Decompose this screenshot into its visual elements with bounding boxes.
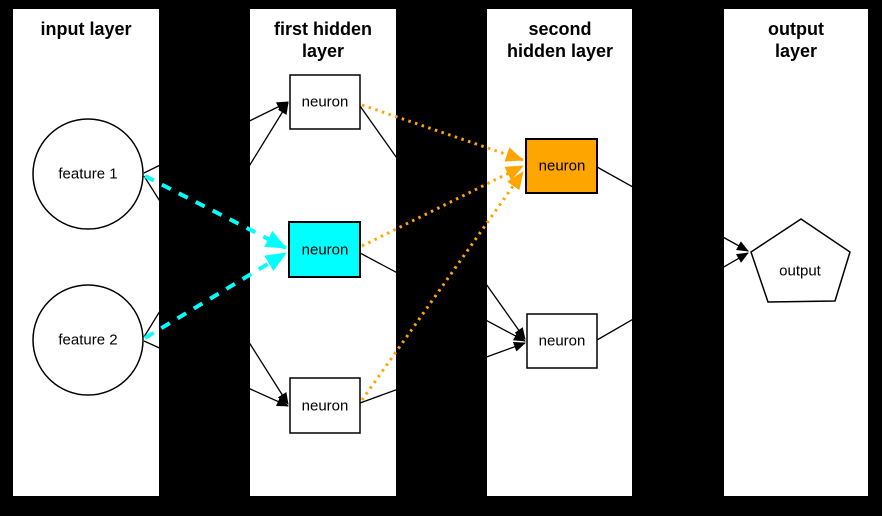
edge-feature1-to-hidden1-middle-cyan	[144, 174, 287, 250]
edge-hidden1-middle-to-hidden2-top-orange	[361, 164, 524, 248]
node-hidden2-neuron-bottom	[526, 313, 598, 369]
edge-hidden1-top-to-hidden2-bottom	[359, 105, 526, 340]
nodes	[32, 74, 851, 434]
node-output-pentagon	[750, 218, 851, 303]
first-hidden-layer-title: first hidden layer	[274, 19, 372, 61]
node-feature-2	[32, 284, 144, 396]
hidden1-neuron-top-label: neuron	[301, 93, 349, 111]
panel-second-hidden-layer	[487, 9, 632, 496]
hidden2-neuron-bottom-label: neuron	[538, 332, 586, 350]
edge-hidden1-top-to-hidden2-top-orange	[361, 103, 524, 162]
node-hidden1-neuron-middle-cyan	[288, 221, 361, 278]
edge-hidden1-middle-to-hidden2-bottom	[359, 252, 526, 342]
hidden2-neuron-top-label: neuron	[538, 157, 586, 175]
edge-feature1-to-hidden1-top	[143, 101, 289, 174]
input-layer-title: input layer	[40, 19, 132, 39]
edge-hidden1-bottom-to-hidden2-top-orange	[360, 171, 525, 401]
second-hidden-layer-title: second hidden layer	[506, 19, 614, 61]
edge-hidden2-top-to-output	[596, 166, 749, 252]
hidden1-neuron-middle-label: neuron	[301, 241, 349, 259]
output-label: output	[779, 262, 821, 280]
node-hidden1-neuron-bottom	[289, 377, 361, 434]
layer-panels	[13, 9, 868, 496]
connections	[143, 101, 749, 407]
panel-input-layer	[13, 9, 159, 496]
edge-hidden2-bottom-to-output	[596, 252, 749, 341]
edge-hidden1-bottom-to-hidden2-bottom	[359, 342, 526, 404]
node-hidden2-neuron-top-orange	[525, 138, 598, 194]
feature-2-label: feature 2	[58, 331, 118, 349]
edge-feature2-to-hidden1-middle-cyan	[143, 251, 288, 340]
feature-1-label: feature 1	[58, 165, 118, 183]
edge-feature2-to-hidden1-bottom	[143, 340, 289, 407]
edge-feature2-to-hidden1-top	[143, 102, 289, 338]
edge-feature1-to-hidden1-bottom	[143, 175, 289, 405]
node-feature-1	[32, 118, 144, 230]
node-hidden1-neuron-top	[289, 74, 361, 130]
hidden1-neuron-bottom-label: neuron	[301, 397, 349, 415]
output-layer-title: output layer	[768, 19, 824, 61]
